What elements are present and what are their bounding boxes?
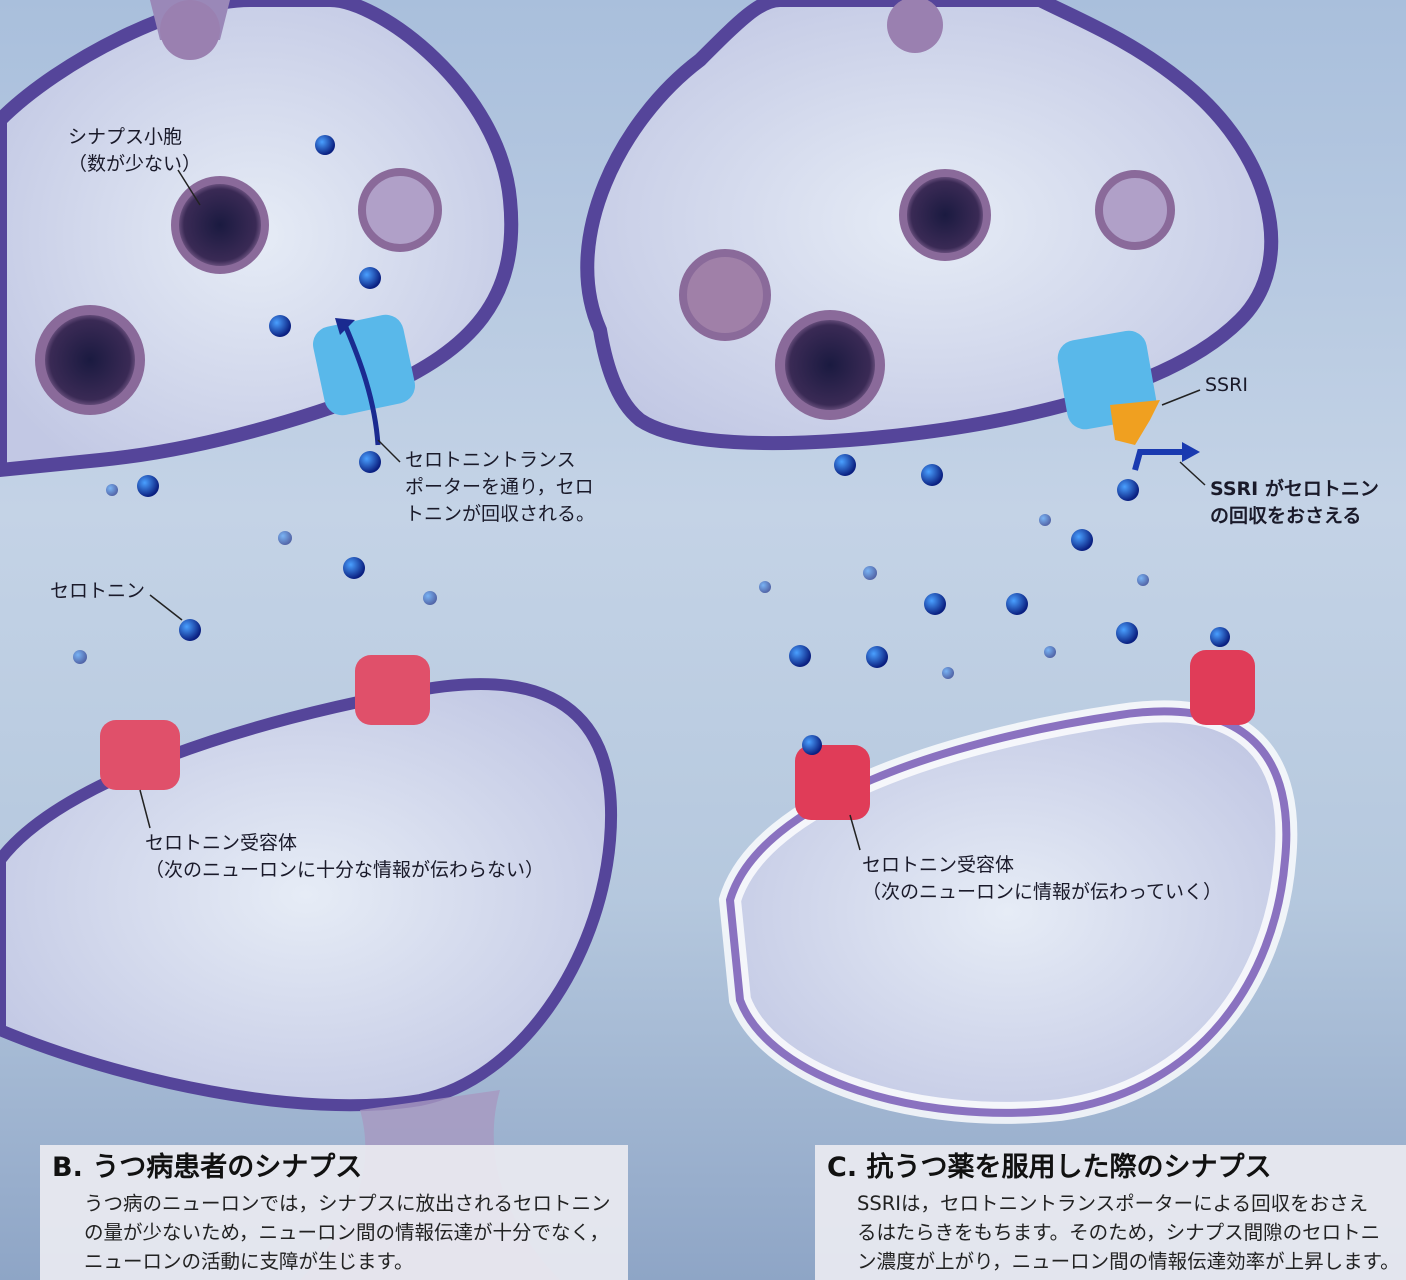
transporter-label-line: セロトニントランス [405,449,576,471]
panel-c-body-line: るはたらきをもちます。そのため，シナプス間隙のセロトニ [857,1221,1381,1244]
transporter-label-line: トニンが回収される。 [405,503,596,525]
panel-b-body-line: ニューロンの活動に支障が生じます。 [84,1250,414,1273]
panel-c-title: C. 抗うつ薬を服用した際のシナプス [827,1152,1272,1183]
receptor-left-label-note: （次のニューロンに十分な情報が伝わらない） [145,859,545,881]
ssri-molecule [1110,400,1160,445]
serotonin-molecules [73,135,1230,755]
receptor-left-label-line: セロトニン受容体 [145,832,298,854]
panel-c-caption: C. 抗うつ薬を服用した際のシナプス SSRIは，セロトニントランスポーターによ… [815,1145,1406,1280]
leader-lines [139,169,1206,851]
receptor-right-label-line: セロトニン受容体 [862,854,1015,876]
blocked-arrow-icon [1132,449,1185,471]
serotonin-receptors [100,650,1255,820]
panel-b-body-line: の量が少ないため，ニューロン間の情報伝達が十分でなく， [84,1221,609,1244]
postsynaptic-neuron-right [718,700,1298,1124]
vesicle-label-line: シナプス小胞 [68,126,183,148]
ssri-label: SSRI [1205,374,1248,396]
receptor-right-label: セロトニン受容体 （次のニューロンに情報が伝わっていく） [862,852,1222,906]
serotonin-transporter-left [312,314,416,446]
receptor-left-label: セロトニン受容体 （次のニューロンに十分な情報が伝わらない） [145,830,544,884]
ssri-effect-label-line: の回収をおさえる [1210,505,1362,527]
vesicle-label-note: （数が少ない） [68,153,202,175]
vesicle-label: シナプス小胞 （数が少ない） [68,124,201,178]
panel-b-body: うつ病のニューロンでは，シナプスに放出されるセロトニン の量が少ないため，ニュー… [84,1189,618,1276]
receptor-right-label-note: （次のニューロンに情報が伝わっていく） [862,881,1223,903]
serotonin-label: セロトニン [50,580,146,602]
panel-b-caption: B. うつ病患者のシナプス うつ病のニューロンでは，シナプスに放出されるセロトニ… [40,1145,628,1280]
panel-c-body-line: SSRIは，セロトニントランスポーターによる回収をおさえ [857,1192,1369,1215]
transporter-label-line: ポーターを通り，セロ [405,476,594,498]
ssri-effect-label: SSRI がセロトニン の回収をおさえる [1210,476,1379,530]
panel-c-body: SSRIは，セロトニントランスポーターによる回収をおさえ るはたらきをもちます。… [857,1189,1400,1276]
synaptic-vesicles [35,0,1175,420]
transporter-label: セロトニントランス ポーターを通り，セロ トニンが回収される。 [405,447,595,528]
panel-b-title: B. うつ病患者のシナプス [52,1152,363,1183]
ssri-effect-label-line: SSRI がセロトニン [1210,478,1379,500]
panel-b-body-line: うつ病のニューロンでは，シナプスに放出されるセロトニン [84,1192,611,1215]
panel-c-body-line: ン濃度が上がり，ニューロン間の情報伝達効率が上昇します。 [857,1250,1400,1273]
